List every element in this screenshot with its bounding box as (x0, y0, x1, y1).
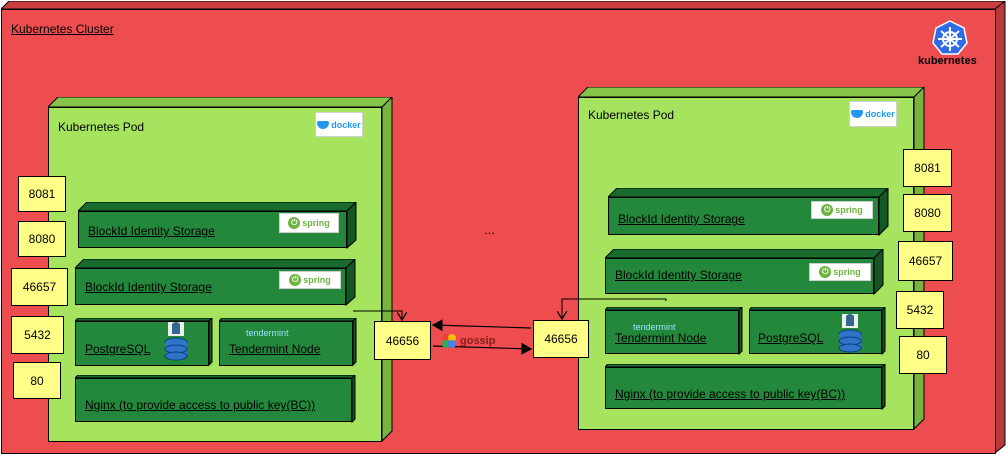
left-p2p-port-46656[interactable]: 46656 (374, 321, 431, 360)
kubernetes-logo (928, 20, 972, 56)
cluster-side-face (995, 1, 1006, 454)
gossip-icon (442, 334, 456, 348)
left-tendermint-logo: tendermint (246, 328, 289, 338)
power-icon: ⏻ (289, 274, 302, 286)
power-icon: ⏻ (819, 266, 832, 278)
right-storage1-label: BlockId Identity Storage (618, 212, 745, 226)
left-postgres-label: PostgreSQL (85, 342, 151, 356)
left-tendermint-label: Tendermint Node (229, 342, 321, 356)
left-storage2-label: BlockId Identity Storage (85, 280, 212, 294)
left-nginx-label: Nginx (to provide access to public key(B… (85, 398, 316, 412)
left-pod-title: Kubernetes Pod (58, 120, 145, 134)
right-nginx-component[interactable] (605, 367, 882, 409)
left-docker-logo: docker (315, 112, 363, 137)
gossip-logo: gossip (441, 330, 519, 352)
right-port-8080[interactable]: 8080 (903, 194, 952, 232)
kubernetes-helm-icon (932, 20, 968, 55)
left-port-8080[interactable]: 8080 (18, 221, 66, 257)
more-pods-ellipsis: ... (484, 222, 495, 237)
power-icon: ⏻ (288, 217, 301, 229)
right-tendermint-component[interactable] (605, 310, 739, 354)
cluster-title: Kubernetes Cluster (11, 22, 114, 36)
right-pod-title: Kubernetes Pod (588, 108, 675, 122)
left-nginx-component[interactable] (75, 378, 352, 422)
right-port-5432[interactable]: 5432 (896, 291, 944, 329)
power-icon: ⏻ (821, 204, 834, 216)
right-tendermint-logo: tendermint (633, 322, 676, 332)
right-nginx-label: Nginx (to provide access to public key(B… (615, 387, 846, 401)
left-tendermint-component[interactable] (219, 321, 353, 366)
left-port-80[interactable]: 80 (13, 362, 61, 399)
left-port-46657[interactable]: 46657 (11, 268, 68, 306)
kubernetes-logo-text: kubernetes (918, 55, 977, 67)
database-icon (838, 314, 862, 353)
right-postgres-label: PostgreSQL (758, 331, 824, 345)
right-docker-logo: docker (849, 101, 897, 127)
docker-icon (317, 120, 330, 129)
left-port-5432[interactable]: 5432 (11, 316, 64, 354)
right-tendermint-label: Tendermint Node (615, 331, 707, 345)
right-storage2-label: BlockId Identity Storage (615, 268, 742, 282)
left-storage2-spring-logo: ⏻spring (279, 271, 341, 289)
right-p2p-port-46656[interactable]: 46656 (533, 320, 589, 358)
right-storage2-spring-logo: ⏻spring (809, 263, 871, 281)
right-port-46657[interactable]: 46657 (898, 241, 953, 281)
left-port-8081[interactable]: 8081 (18, 176, 66, 212)
left-storage1-label: BlockId Identity Storage (88, 224, 215, 238)
database-icon (164, 322, 188, 361)
docker-icon (851, 110, 864, 118)
right-port-80[interactable]: 80 (899, 336, 947, 374)
right-storage1-spring-logo: ⏻spring (811, 201, 873, 219)
left-storage1-spring-logo: ⏻spring (279, 213, 339, 233)
right-port-8081[interactable]: 8081 (903, 149, 952, 187)
